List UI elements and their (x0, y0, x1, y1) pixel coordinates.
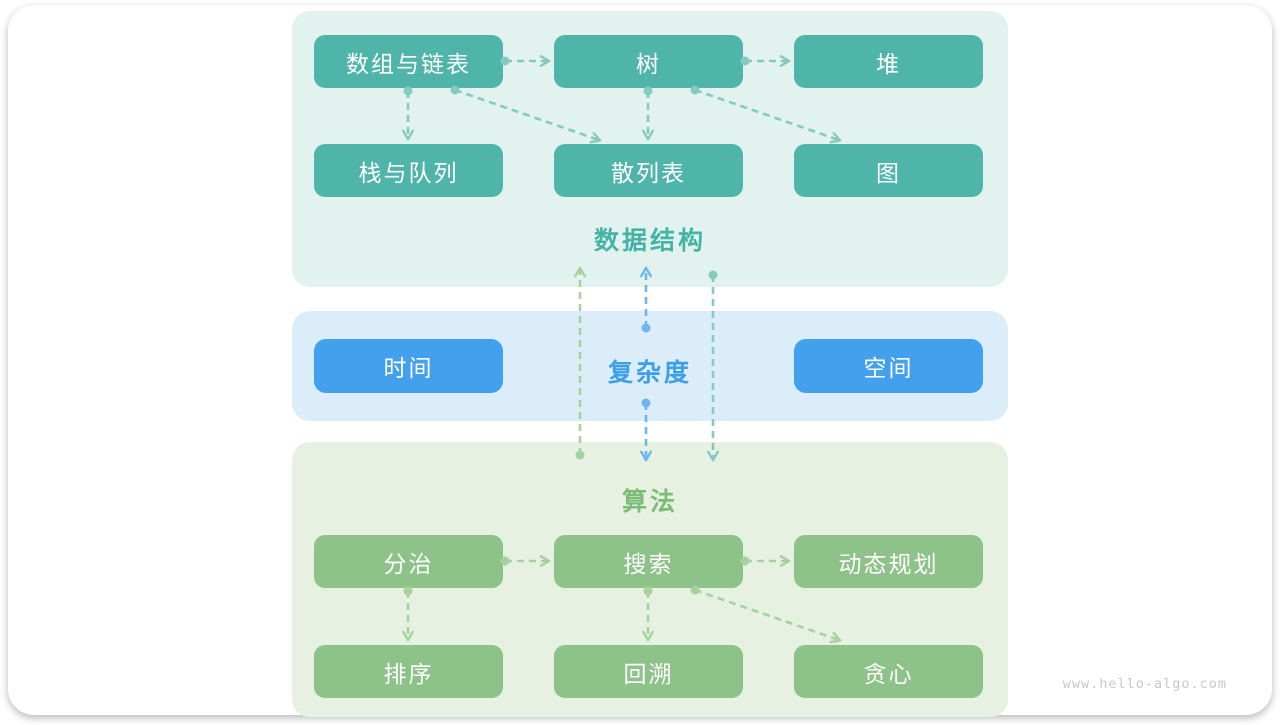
algorithms-row-2: 排序 回溯 贪心 (314, 645, 983, 698)
node-greedy: 贪心 (794, 645, 983, 698)
node-space: 空间 (794, 339, 983, 393)
data-structures-row-2: 栈与队列 散列表 图 (314, 144, 983, 197)
site-watermark: www.hello-algo.com (1062, 676, 1227, 692)
node-time: 时间 (314, 339, 503, 393)
canvas-card: 数组与链表 树 堆 栈与队列 散列表 图 数据结构 时间 空间 复杂度 算法 分… (8, 5, 1272, 717)
data-structures-row-1: 数组与链表 树 堆 (314, 35, 983, 88)
node-tree: 树 (554, 35, 743, 88)
node-arrays-linked-lists: 数组与链表 (314, 35, 503, 88)
node-search: 搜索 (554, 535, 743, 588)
node-heap: 堆 (794, 35, 983, 88)
node-graph: 图 (794, 144, 983, 197)
node-hash-table: 散列表 (554, 144, 743, 197)
complexity-row: 时间 空间 (314, 339, 983, 393)
node-backtracking: 回溯 (554, 645, 743, 698)
algorithms-label: 算法 (621, 488, 678, 516)
node-divide-and-conquer: 分治 (314, 535, 503, 588)
node-sorting: 排序 (314, 645, 503, 698)
complexity-label: 复杂度 (607, 359, 692, 387)
node-stack-queue: 栈与队列 (314, 144, 503, 197)
data-structures-label: 数据结构 (593, 227, 706, 255)
node-dynamic-programming: 动态规划 (794, 535, 983, 588)
algorithms-row-1: 分治 搜索 动态规划 (314, 535, 983, 588)
